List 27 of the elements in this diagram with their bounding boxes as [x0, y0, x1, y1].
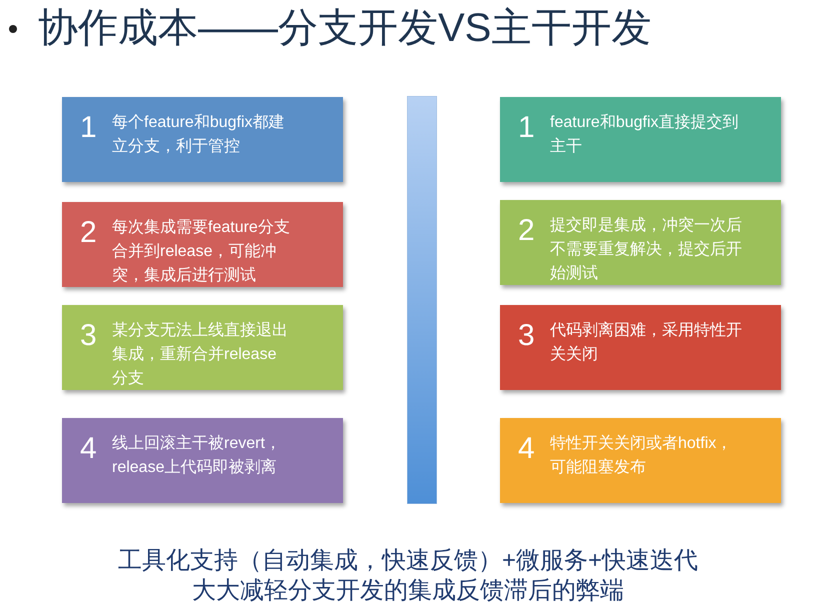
slide-title: 协作成本——分支开发VS主干开发 — [38, 5, 652, 52]
step-description: 每个feature和bugfix都建立分支，利于管控 — [112, 112, 286, 157]
step-card — [500, 418, 781, 503]
step-description: 特性开关关闭或者hotfix，可能阻塞发布 — [550, 434, 734, 478]
step-number: 3 — [80, 319, 97, 353]
step-card — [500, 200, 781, 285]
step-card — [500, 97, 781, 182]
step-number: 4 — [80, 432, 97, 466]
step-card — [62, 202, 343, 287]
step-number: 3 — [518, 319, 535, 353]
step-number: 1 — [80, 111, 97, 145]
divider-bar — [407, 96, 437, 504]
step-number: 2 — [80, 216, 97, 250]
step-number: 4 — [518, 432, 535, 466]
step-description: 某分支无法上线直接退出集成，重新合并release分支 — [112, 320, 289, 389]
step-card — [62, 305, 343, 390]
step-card — [62, 418, 343, 503]
step-card — [62, 97, 343, 182]
step-number: 1 — [518, 111, 535, 145]
step-description: 提交即是集成，冲突一次后不需要重复解决，提交后开始测试 — [550, 216, 743, 284]
step-description: feature和bugfix直接提交到主干 — [550, 112, 740, 157]
step-description: 每次集成需要feature分支合并到release，可能冲突，集成后进行测试 — [112, 218, 291, 286]
step-card — [500, 305, 781, 390]
step-description: 代码剥离困难，采用特性开关关闭 — [550, 320, 743, 365]
step-number: 2 — [518, 214, 535, 248]
step-description: 线上回滚主干被revert，release上代码即被剥离 — [112, 434, 282, 478]
caption-text: 工具化支持（自动集成，快速反馈）+微服务+快速迭代大大减轻分支开发的集成反馈滞后的弊端 — [116, 546, 700, 606]
